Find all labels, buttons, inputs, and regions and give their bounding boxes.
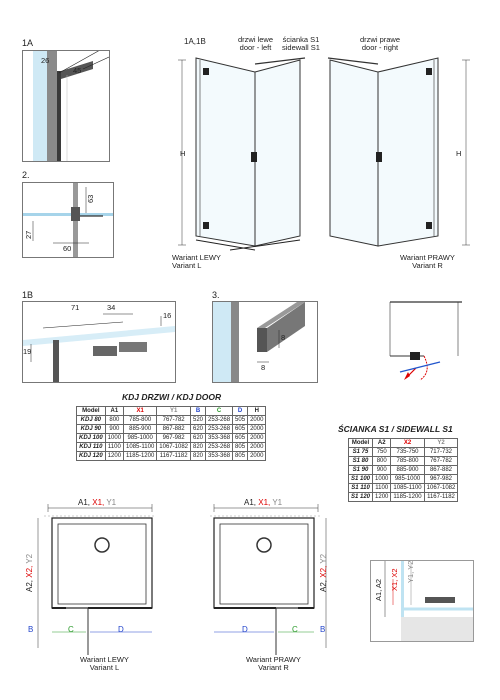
plan-left-y2: Y2 [25,553,34,564]
plan-left-x1: X1, [90,498,105,507]
h-right-label: H [456,149,462,158]
dim-60: 60 [63,244,72,253]
plan-right-d: D [242,625,248,634]
plan-left-b: B [28,625,34,634]
table-cell: 1167-1182 [423,492,459,502]
plan-left-a2: A2, [25,579,34,592]
plan-right-y2: Y2 [319,553,328,564]
label-door-right: drzwi prawe door - right [360,35,401,53]
label-door-left: drzwi lewe door - left [238,35,274,53]
sidewall-table-title: ŚCIANKA S1 / SIDEWALL S1 [338,424,453,434]
plan-variant-right-pl: Wariant PRAWY [246,655,301,664]
table-row: S1 120 1200 1185-1200 1167-1182 [347,492,459,502]
plan-variant-left-en: Variant L [89,663,120,673]
sw-detail-y1y2: Y1, Y2 [406,560,415,583]
plan-right-top-dim: A1, X1, Y1 [244,498,283,508]
plan-right-a1: A1, [244,498,257,507]
door-table-header-row: Model A1 X1 Y1 B C D H [76,406,267,416]
hinge-swing-drawing [389,301,462,381]
plan-right-x2: X2, [319,565,328,578]
plan-left-y1: Y1 [104,498,117,507]
table-cell: 1200 [104,451,125,461]
plan-left-side-dim: A2, X2, Y2 [25,553,35,592]
sw-detail-a1a2: A1, A2 [374,578,383,601]
plan-right-x1: X1, [256,498,271,507]
detail-3-box: 8 8 [212,301,318,383]
plan-left-c: C [68,625,74,634]
plan-variant-right-en: Variant R [258,663,289,673]
table-row: KDJ 120 1200 1185-1200 1167-1182 820 353… [76,451,267,461]
table-row: KDJ 80 800 785-800 767-782 520 253-268 5… [76,415,267,425]
plan-right-y1: Y1 [270,498,283,507]
detail-3-label: 3. [212,290,220,300]
label-door-left-pl: drzwi lewe [238,35,274,44]
door-table-title: KDJ DRZWI / KDJ DOOR [122,392,222,402]
detail-1a-box: 26 45 [22,50,110,162]
plan-right-b: B [320,625,326,634]
plan-left-a1: A1, [78,498,91,507]
label-door-right-en: door - right [361,43,399,53]
plan-variant-left-pl: Wariant LEWY [80,655,129,664]
detail-2-drawing [23,183,113,257]
plan-right-a2: A2, [319,579,328,592]
table-row: S1 90 900 885-900 867-882 [347,465,459,475]
plan-left-x2: X2, [25,565,34,578]
sw-detail-x1x2: X1, X2 [390,568,399,591]
dim-34: 34 [107,303,116,312]
detail-1a-drawing [33,51,109,161]
sidewall-detail-box: A1, A2 X1, X2 Y1, Y2 [370,560,474,642]
sidewall-detail-drawing [384,561,473,641]
label-door-right-pl: drzwi prawe [360,35,401,44]
variant-left-elevation: Wariant LEWY Variant L [172,253,221,271]
dim-71: 71 [71,303,80,312]
table-row: KDJ 110 1100 1085-1100 1067-1082 820 253… [76,442,267,452]
detail-2-label: 2. [22,170,30,180]
table-cell: 2000 [247,451,267,461]
detail-1a-label: 1A [22,38,34,48]
variant-right-en: Variant R [412,261,443,271]
dim-26: 26 [41,56,50,65]
dim-8-bottom: 8 [261,363,266,372]
sidewall-table: Model A2 X2 Y2 S1 75 750 735-750 717-732… [347,438,459,502]
detail-2-box: 63 27 60 [22,182,114,258]
table-cell: 1185-1200 [123,451,158,461]
label-sidewall-pl: ścianka S1 [282,35,320,44]
h-left-label: H [180,149,186,158]
variant-left-pl: Wariant LEWY [172,253,221,262]
plan-right-c: C [292,625,298,634]
variant-right-elevation: Wariant PRAWY Variant R [400,253,455,271]
dim-8-side: 8 [281,333,286,342]
dim-16: 16 [163,311,172,320]
plan-left-top-dim: A1, X1, Y1 [78,498,117,508]
variant-left-en: Variant L [172,261,202,271]
variant-right-pl: Wariant PRAWY [400,253,455,262]
label-door-left-en: door - left [239,43,272,53]
table-row: KDJ 90 900 885-900 867-882 620 253-268 6… [76,424,267,434]
table-cell: 1185-1200 [390,492,425,502]
table-cell: 1200 [372,492,392,502]
tag-1a-1b: 1A,1B [184,37,206,46]
detail-1b-label: 1B [22,290,34,300]
label-sidewall-en: sidewall S1 [282,43,320,53]
dim-45: 45 [73,66,82,75]
table-cell: 353-368 [205,451,234,461]
plan-variant-left: Wariant LEWY Variant L [80,655,129,673]
detail-1b-box: 71 34 16 19 [22,301,176,383]
detail-3-drawing [213,302,305,382]
plan-right-side-dim: A2, X2, Y2 [319,553,329,592]
dim-19: 19 [23,347,32,356]
plan-variant-right: Wariant PRAWY Variant R [246,655,301,673]
detail-1b-drawing [23,313,175,382]
label-sidewall: ścianka S1 sidewall S1 [282,35,320,53]
plan-left-d: D [118,625,124,634]
door-table: Model A1 X1 Y1 B C D H KDJ 80 800 785-80… [76,406,267,461]
